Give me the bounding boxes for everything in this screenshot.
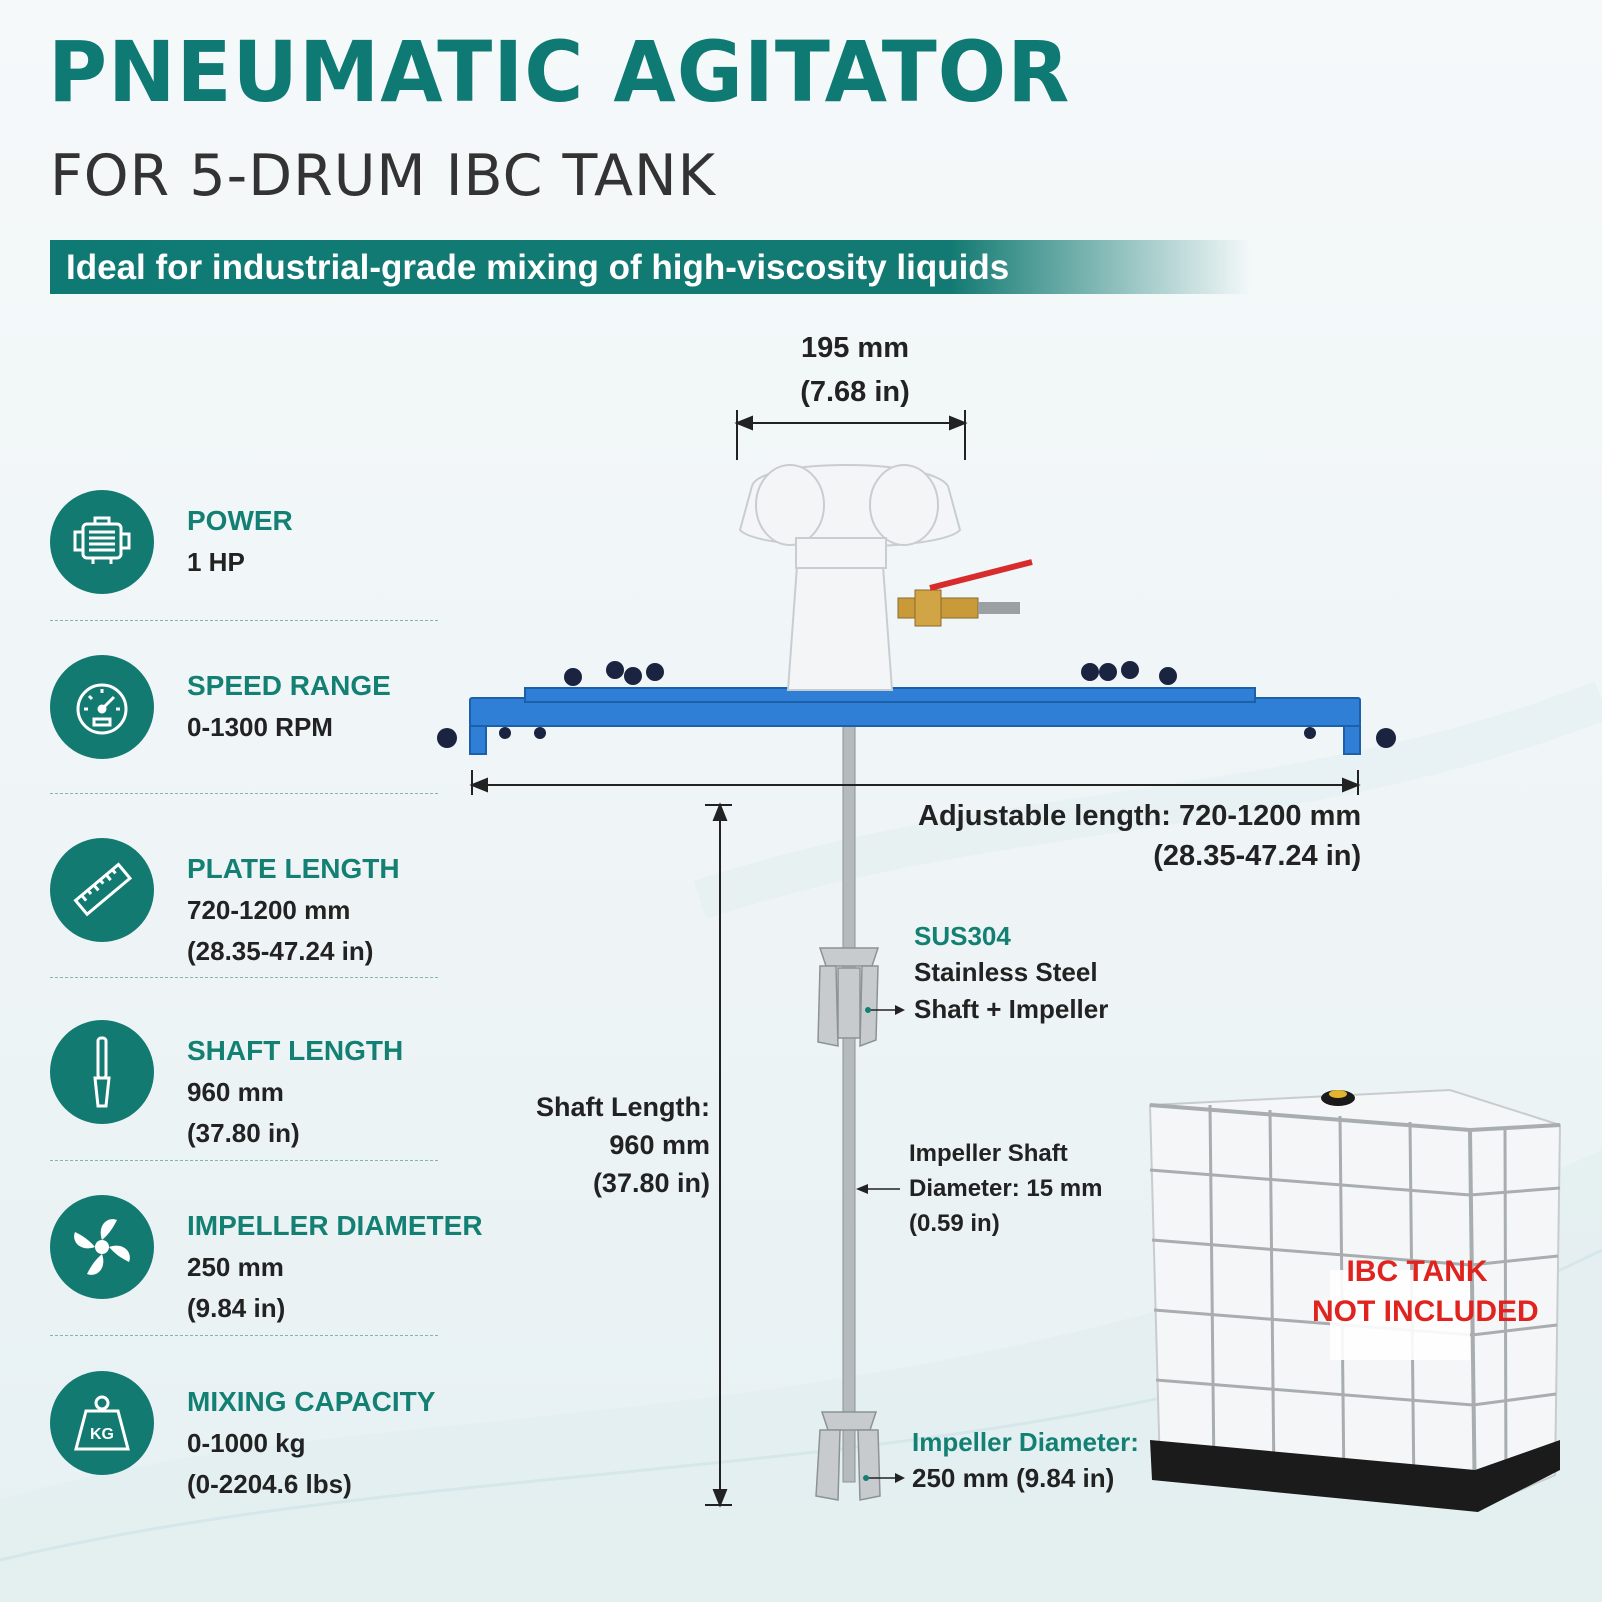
spec-value-imperial: (37.80 in) [187, 1118, 300, 1148]
impeller-icon [50, 1195, 154, 1299]
weight-icon: KG [50, 1371, 154, 1475]
air-valve [897, 559, 1033, 627]
divider [50, 1335, 438, 1336]
spec-label: SHAFT LENGTH [187, 1035, 404, 1066]
impeller-diameter-annotation: Impeller Diameter: 250 mm (9.84 in) [912, 1424, 1139, 1496]
shaft-diameter-annotation: Impeller Shaft Diameter: 15 mm (0.59 in) [909, 1136, 1102, 1241]
material-title: SUS304 [914, 921, 1011, 951]
shaft-length-arrow [705, 802, 732, 1508]
tank-not-included-note: IBC TANK NOT INCLUDED [1312, 1252, 1539, 1332]
spec-value: 960 mm [187, 1077, 284, 1107]
mounting-frame [469, 687, 1361, 755]
motor-icon [50, 490, 154, 594]
shaft-diameter-line3: (0.59 in) [909, 1210, 1000, 1237]
spec-plate-length: PLATE LENGTH 720-1200 mm (28.35-47.24 in… [50, 838, 440, 988]
tagline-text: Ideal for industrial-grade mixing of hig… [66, 248, 1010, 287]
motor-width-mm: 195 mm [800, 332, 909, 364]
spec-label: POWER [187, 505, 293, 536]
tank-note-line1: IBC TANK [1346, 1255, 1488, 1288]
shaft-length-in: (37.80 in) [592, 1168, 710, 1198]
spec-label: PLATE LENGTH [187, 853, 400, 884]
plate-length-in: (28.35-47.24 in) [1153, 840, 1362, 872]
leader-lines [856, 1005, 905, 1483]
spec-mixing-capacity: KG MIXING CAPACITY 0-1000 kg (0-2204.6 l… [50, 1371, 440, 1521]
spec-value-imperial: (0-2204.6 lbs) [187, 1469, 352, 1499]
divider [50, 1160, 438, 1161]
weight-icon-text: KG [90, 1426, 114, 1443]
divider [50, 977, 438, 978]
motor-width-in: (7.68 in) [800, 376, 910, 408]
divider [50, 620, 438, 621]
spec-value-imperial: (28.35-47.24 in) [187, 936, 374, 966]
spec-label: MIXING CAPACITY [187, 1386, 436, 1417]
spec-speed-range: SPEED RANGE 0-1300 RPM [50, 655, 440, 805]
impeller-diameter-title: Impeller Diameter: [912, 1427, 1139, 1457]
frame-knobs [437, 661, 1396, 748]
ruler-icon [50, 838, 154, 942]
spec-value: 0-1000 kg [187, 1428, 306, 1458]
impeller-diameter-value: 250 mm (9.84 in) [912, 1463, 1115, 1493]
plate-length-mm: Adjustable length: 720-1200 mm [918, 800, 1362, 832]
tagline-banner: Ideal for industrial-grade mixing of hig… [50, 240, 1250, 294]
motor-width-arrow [734, 410, 968, 460]
spec-label: SPEED RANGE [187, 670, 391, 701]
spec-power: POWER 1 HP [50, 490, 440, 640]
spec-shaft-length: SHAFT LENGTH 960 mm (37.80 in) [50, 1020, 440, 1170]
agitator-shaft [842, 721, 856, 1483]
plate-length-label: Adjustable length: 720-1200 mm (28.35-47… [918, 796, 1361, 876]
spec-impeller-diameter: IMPELLER DIAMETER 250 mm (9.84 in) [50, 1195, 483, 1345]
upper-impeller [817, 947, 880, 1048]
lower-impeller [815, 1411, 881, 1501]
shaft-length-title: Shaft Length: [536, 1092, 710, 1122]
shaft-length-label: Shaft Length: 960 mm (37.80 in) [536, 1088, 710, 1202]
spec-value-imperial: (9.84 in) [187, 1293, 286, 1323]
material-line1: Stainless Steel [914, 957, 1098, 988]
air-motor [738, 464, 962, 691]
shaft-length-mm: 960 mm [609, 1130, 710, 1160]
shaft-icon [50, 1020, 154, 1124]
material-annotation: SUS304 Stainless Steel Shaft + Impeller [914, 918, 1108, 1027]
shaft-diameter-line2: Diameter: 15 mm [909, 1175, 1103, 1202]
spec-value: 250 mm [187, 1252, 284, 1282]
spec-value: 1 HP [187, 547, 245, 577]
tank-note-line2: NOT INCLUDED [1312, 1295, 1539, 1328]
plate-length-arrow [469, 770, 1361, 795]
spec-value: 0-1300 RPM [187, 712, 333, 742]
ibc-tank-image [1148, 1088, 1562, 1512]
page-subtitle: FOR 5-DRUM IBC TANK [50, 143, 716, 209]
motor-width-label: 195 mm (7.68 in) [760, 326, 950, 414]
spec-value: 720-1200 mm [187, 895, 351, 925]
material-line2: Shaft + Impeller [914, 993, 1109, 1024]
spec-label: IMPELLER DIAMETER [187, 1210, 483, 1241]
divider [50, 793, 438, 794]
speedometer-icon [50, 655, 154, 759]
page-title: PNEUMATIC AGITATOR [48, 23, 1071, 121]
shaft-diameter-line1: Impeller Shaft [909, 1140, 1068, 1167]
